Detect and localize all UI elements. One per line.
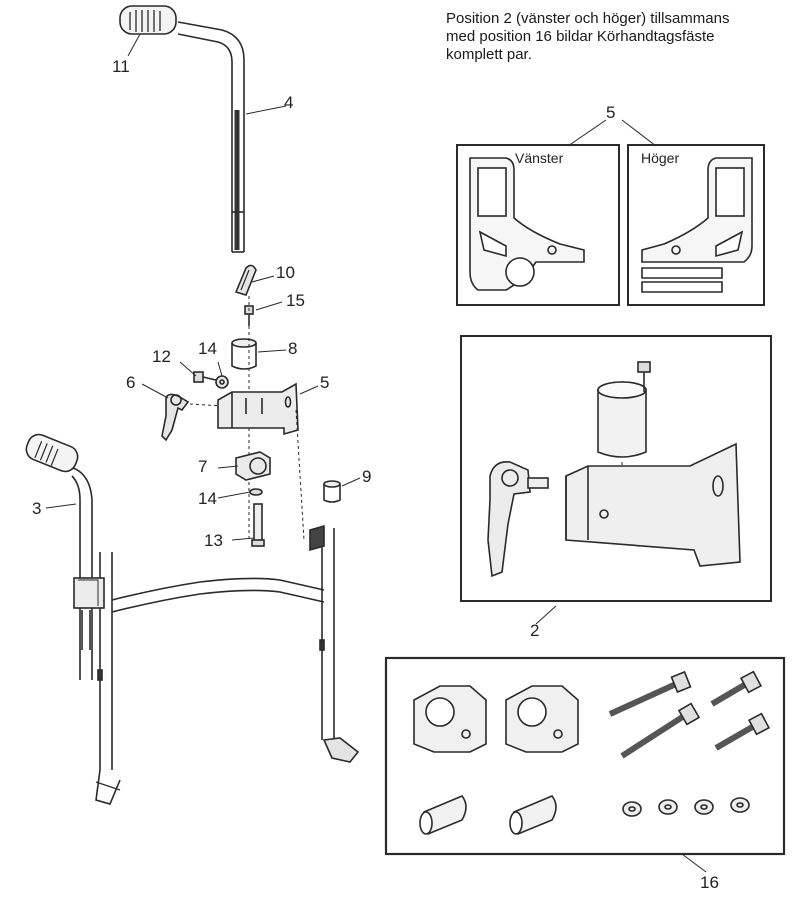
panel-position-16: [384, 656, 786, 856]
label-13: 13: [204, 531, 223, 550]
label-14-top: 14: [198, 339, 217, 358]
washer-14: [249, 488, 263, 496]
label-7: 7: [198, 457, 207, 476]
bracket-5: [217, 382, 305, 541]
note-line-2: med position 16 bildar Körhandtagsfäste: [446, 28, 715, 45]
panel-right-label: Höger: [641, 150, 679, 166]
lever-10: [234, 264, 257, 296]
note-line-3: komplett par.: [446, 46, 532, 63]
grip-11: [119, 5, 177, 35]
note-line-1: Position 2 (vänster och höger) tillsamma…: [446, 10, 730, 27]
label-8: 8: [288, 339, 297, 358]
label-11: 11: [112, 57, 130, 76]
handle-tube-4: [177, 21, 245, 253]
clamp-lever-6: [161, 393, 223, 442]
label-6: 6: [126, 373, 135, 392]
label-16: 16: [700, 873, 719, 892]
label-10: 10: [276, 263, 295, 282]
label-2: 2: [530, 621, 539, 640]
label-4: 4: [284, 93, 293, 112]
label-9: 9: [362, 467, 371, 486]
bolt-13: [251, 503, 265, 547]
label-15: 15: [286, 291, 305, 310]
label-5: 5: [320, 373, 329, 392]
grip-3: [25, 433, 79, 473]
label-12: 12: [152, 347, 171, 366]
label-5-top: 5: [606, 103, 615, 122]
panel-left-bracket: Vänster: [456, 144, 620, 306]
sleeve-8: [231, 338, 257, 370]
panel-right-bracket: Höger: [627, 144, 765, 306]
walker-frame: [65, 465, 360, 805]
panel-position-2: [460, 335, 772, 602]
label-14-bottom: 14: [198, 489, 217, 508]
nut-14: [215, 375, 229, 389]
callouts: [45, 33, 707, 873]
assembly-note: Position 2 (vänster och höger) tillsamma…: [446, 10, 796, 64]
label-3: 3: [32, 499, 41, 518]
sleeve-9: [323, 480, 341, 503]
clamp-7: [235, 451, 271, 481]
panel-left-label: Vänster: [515, 150, 564, 166]
